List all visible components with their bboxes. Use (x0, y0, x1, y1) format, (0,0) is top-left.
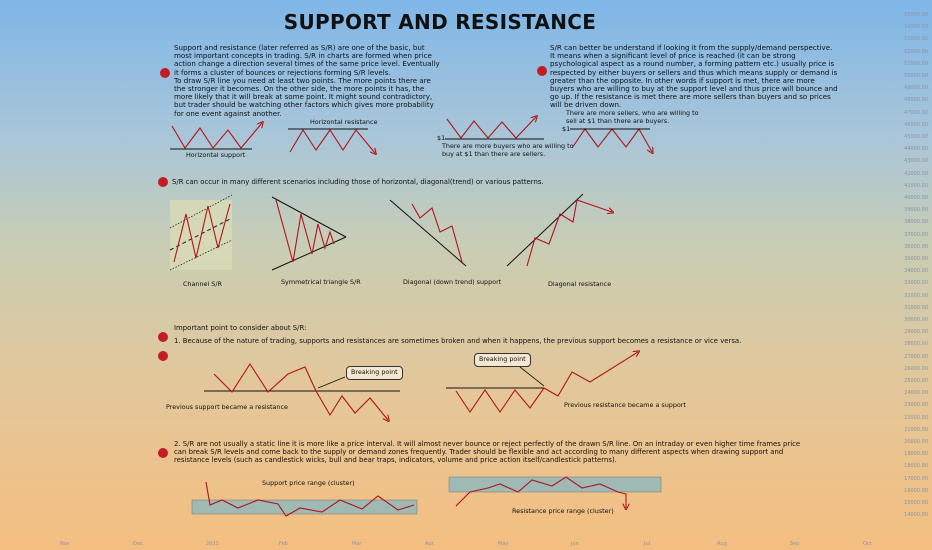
price-tick: 23000.00 (904, 402, 928, 409)
price-tick: 55000.00 (904, 12, 928, 18)
buyers-zigzag (446, 117, 536, 139)
price-tick: 37000.00 (904, 231, 928, 238)
price-tick: 20000.00 (904, 439, 928, 445)
price-tick: 22000.00 (904, 414, 928, 421)
time-tick: May (498, 541, 509, 547)
price-tick: 43000.00 (904, 158, 928, 165)
sellers-zigzag (571, 127, 652, 152)
label-support-range: Support price range (cluster) (262, 479, 355, 487)
price-tick: 32000.00 (904, 292, 928, 299)
price-tick: 26000.00 (904, 365, 928, 372)
price-tick: 54000.00 (904, 24, 928, 31)
price-tick: 34000.00 (904, 268, 928, 275)
label-sellers-note: There are more sellers, who are willing … (566, 109, 699, 125)
label-triangle: Symmetrical triangle S/R (281, 278, 361, 286)
time-tick: Feb (279, 541, 288, 547)
resistance-zigzag (289, 128, 375, 153)
price-tick: 47000.00 (904, 109, 928, 116)
label-channel: Channel S/R (183, 280, 222, 288)
support-zigzag (171, 123, 262, 149)
label-horizontal-support: Horizontal support (186, 151, 246, 159)
price-tick: 42000.00 (904, 170, 928, 177)
time-tick: Apr (425, 541, 434, 547)
time-tick: Sep (790, 541, 800, 547)
price-tick: 48000.00 (904, 97, 928, 104)
label-dollar-buyers: $1 (437, 134, 446, 142)
page-title: SUPPORT AND RESISTANCE (283, 10, 597, 34)
label-buyers-note: There are more buyers who are willing to… (442, 142, 574, 158)
price-tick: 29000.00 (904, 329, 928, 336)
price-tick: 24000.00 (904, 390, 928, 397)
price-tick: 53000.00 (904, 36, 928, 43)
price-tick: 40000.00 (904, 195, 928, 201)
price-tick: 14000.00 (904, 512, 928, 519)
breaking-point-callout-right: Breaking point (474, 353, 531, 367)
label-diag-resistance: Diagonal resistance (548, 280, 612, 288)
bullet-scenarios (158, 177, 168, 187)
label-prev-support: Previous support became a resistance (166, 403, 288, 411)
price-tick: 31000.00 (904, 304, 928, 311)
label-point1: 1. Because of the nature of trading, sup… (174, 337, 742, 345)
time-tick: Jul (644, 541, 651, 547)
label-resistance-range: Resistance price range (cluster) (512, 507, 614, 515)
intro-right-text: S/R can better be understand if looking … (550, 43, 838, 110)
price-tick: 49000.00 (904, 85, 928, 92)
price-tick: 51000.00 (904, 60, 928, 67)
bullet-intro-right (537, 66, 547, 76)
time-tick: Oct (863, 541, 872, 547)
price-tick: 17000.00 (904, 475, 928, 482)
label-dollar-sellers: $1 (562, 125, 571, 133)
price-tick: 38000.00 (904, 219, 928, 226)
price-tick: 52000.00 (904, 48, 928, 55)
breaking-point-callout-left: Breaking point (346, 366, 403, 380)
price-tick: 27000.00 (904, 353, 928, 360)
bullet-point2 (158, 448, 168, 458)
time-tick: Aug (717, 541, 727, 547)
price-tick: 15000.00 (904, 500, 928, 506)
bullet-intro-left (160, 68, 170, 78)
price-tick: 41000.00 (904, 182, 928, 189)
price-tick: 45000.00 (904, 134, 928, 140)
price-tick: 30000.00 (904, 317, 928, 323)
price-tick: 46000.00 (904, 121, 928, 128)
label-prev-resistance: Previous resistance became a support (564, 401, 686, 409)
label-horizontal-resistance: Horizontal resistance (310, 118, 378, 126)
price-tick: 33000.00 (904, 280, 928, 287)
price-tick: 44000.00 (904, 146, 928, 153)
time-tick: Mar (352, 541, 362, 547)
price-tick: 36000.00 (904, 243, 928, 250)
price-tick: 25000.00 (904, 378, 928, 384)
time-axis: Nov Dec 2021 Feb Mar Apr May Jun Jul Aug Sep Oct (0, 534, 932, 550)
time-tick: 2021 (206, 541, 219, 547)
price-tick: 50000.00 (904, 73, 928, 79)
price-tick: 21000.00 (904, 426, 928, 433)
time-tick: Dec (133, 541, 143, 547)
price-tick: 35000.00 (904, 256, 928, 262)
time-tick: Jun (571, 541, 579, 547)
label-point2: 2. S/R are not usually a static line it … (174, 440, 801, 464)
label-important: Important point to consider about S/R: (174, 324, 307, 332)
time-tick: Nov (60, 541, 70, 547)
price-tick: 18000.00 (904, 463, 928, 470)
label-diag-support: Diagonal (down trend) support (403, 278, 502, 286)
price-tick: 19000.00 (904, 451, 928, 458)
label-scenarios: S/R can occur in many different scenario… (172, 178, 544, 186)
price-tick: 39000.00 (904, 207, 928, 214)
bullet-point1 (158, 351, 168, 361)
price-axis: 55000.00 54000.00 53000.00 52000.00 51000.00… (892, 0, 932, 530)
intro-left-text: Support and resistance (later referred a… (174, 43, 440, 118)
price-tick: 28000.00 (904, 341, 928, 348)
price-tick: 16000.00 (904, 487, 928, 494)
bullet-important (158, 332, 168, 342)
